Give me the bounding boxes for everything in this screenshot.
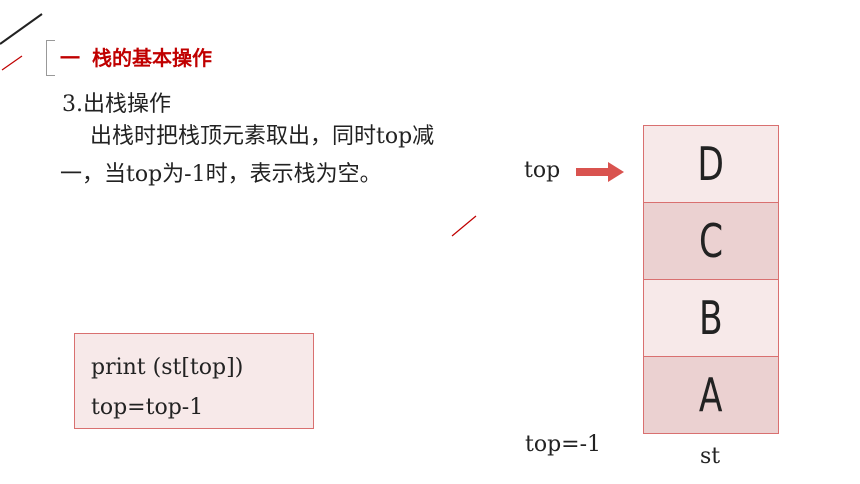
stack-cell-a: A — [644, 356, 778, 433]
code-line-1: print (st[top]) — [91, 355, 244, 380]
description-line-1: 出栈时把栈顶元素取出，同时top减 — [90, 124, 435, 149]
right-arrow-icon — [576, 162, 624, 182]
description-line-2: 一，当top为-1时，表示栈为空。 — [60, 162, 382, 187]
section-title-text: 栈的基本操作 — [92, 46, 212, 70]
code-block: print (st[top]) top=top-1 — [74, 333, 314, 429]
stack-array: D C B A — [643, 125, 779, 434]
subheading: 3.出栈操作 — [62, 92, 171, 117]
code-line-2: top=top-1 — [91, 395, 204, 420]
section-title: 一栈的基本操作 — [60, 42, 212, 71]
empty-stack-label: top=-1 — [525, 432, 602, 457]
top-pointer-label: top — [524, 158, 561, 183]
stack-cell-d: D — [644, 126, 778, 202]
stack-cell-b: B — [644, 279, 778, 356]
description: 出栈时把栈顶元素取出，同时top减 一，当top为-1时，表示栈为空。 — [60, 118, 560, 194]
stack-name-label: st — [700, 444, 721, 469]
stack-cell-c: C — [644, 202, 778, 279]
title-bracket — [46, 40, 55, 76]
section-number: 一 — [60, 46, 80, 70]
